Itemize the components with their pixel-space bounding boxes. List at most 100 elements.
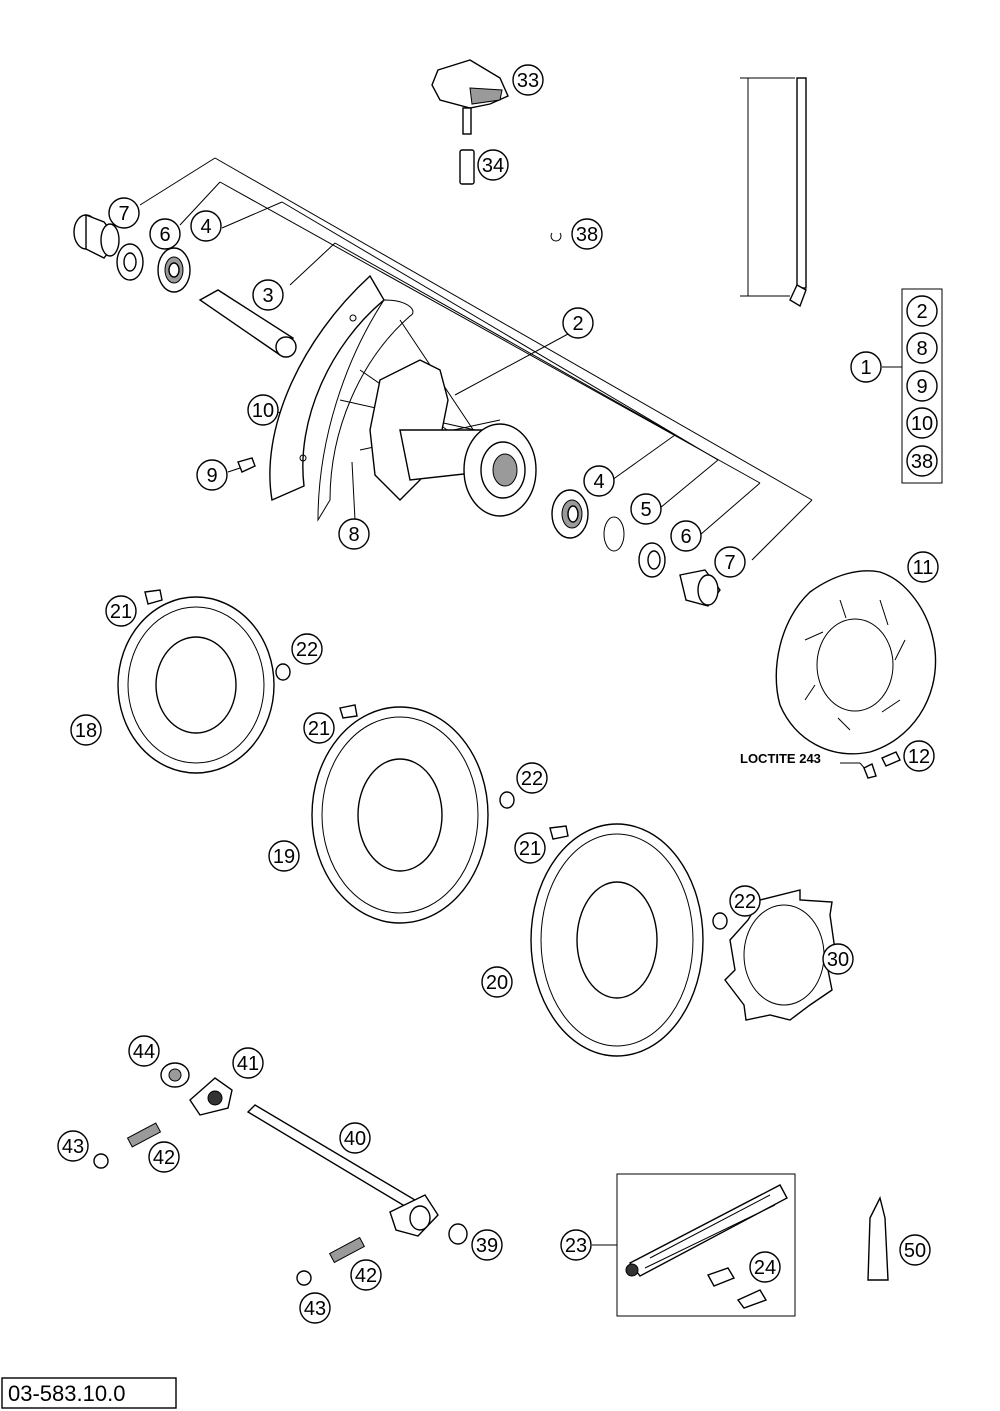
svg-text:2: 2 <box>916 301 927 323</box>
svg-text:50: 50 <box>904 1240 926 1262</box>
left-bearing <box>157 247 191 293</box>
distance-tube <box>198 289 297 358</box>
svg-text:21: 21 <box>519 838 541 860</box>
axle-nut-44 <box>160 1062 190 1088</box>
callout-23: 23 <box>560 1229 592 1261</box>
callout-1-kit: 1 <box>850 351 882 383</box>
wheel-axle <box>246 1104 439 1237</box>
svg-text:33: 33 <box>517 70 539 92</box>
callout-43-b: 43 <box>299 1292 331 1324</box>
svg-text:2: 2 <box>572 313 583 335</box>
rim-part <box>269 274 414 522</box>
callout-20: 20 <box>481 966 513 998</box>
right-shaft-seal <box>638 542 666 578</box>
svg-text:44: 44 <box>133 1041 155 1063</box>
callout-3: 3 <box>252 279 284 311</box>
callout-44: 44 <box>128 1035 160 1067</box>
callout-21-c: 21 <box>514 832 546 864</box>
callout-5: 5 <box>630 493 662 525</box>
callout-6-right: 6 <box>670 520 702 552</box>
svg-text:34: 34 <box>482 155 504 177</box>
callout-9: 9 <box>196 459 228 491</box>
adjuster-nuts <box>93 1153 312 1286</box>
chain-part <box>625 1184 788 1277</box>
svg-text:8: 8 <box>348 524 359 546</box>
callout-40: 40 <box>339 1122 371 1154</box>
svg-text:7: 7 <box>724 552 735 574</box>
callout-10: 10 <box>247 394 279 426</box>
kit-item-38: 38 <box>906 445 938 477</box>
valve-cap-part <box>431 59 509 135</box>
svg-text:19: 19 <box>273 846 295 868</box>
right-bearing <box>551 489 589 539</box>
callout-19: 19 <box>268 840 300 872</box>
chain-master-link <box>706 1267 768 1309</box>
svg-text:21: 21 <box>110 601 132 623</box>
callout-24: 24 <box>749 1251 781 1283</box>
svg-text:4: 4 <box>200 216 211 238</box>
drawing-number: 03-583.10.0 <box>8 1381 125 1406</box>
leader-lines <box>139 77 943 1317</box>
svg-text:7: 7 <box>118 203 129 225</box>
kit-item-9: 9 <box>906 370 938 402</box>
callout-22-a: 22 <box>291 633 323 665</box>
wheel-hub-part <box>339 319 537 517</box>
svg-text:43: 43 <box>304 1298 326 1320</box>
circlip <box>603 516 625 552</box>
svg-text:21: 21 <box>308 718 330 740</box>
svg-text:12: 12 <box>908 746 930 768</box>
sprocket-screws <box>144 589 569 840</box>
callout-22-c: 22 <box>729 885 761 917</box>
callout-11: 11 <box>907 551 939 583</box>
axle-cap-39 <box>448 1223 468 1245</box>
sprocket-nuts <box>275 663 728 930</box>
callout-18: 18 <box>70 714 102 746</box>
svg-text:3: 3 <box>262 285 273 307</box>
svg-text:10: 10 <box>911 413 933 435</box>
svg-text:9: 9 <box>916 376 927 398</box>
spoke-nipple <box>237 457 256 473</box>
drawing-number-box: 03-583.10.0 <box>1 1377 177 1409</box>
sprocket-18 <box>117 596 275 774</box>
kit-item-2: 2 <box>906 295 938 327</box>
right-distance-bushing <box>679 569 721 607</box>
svg-text:38: 38 <box>576 224 598 246</box>
svg-text:43: 43 <box>62 1136 84 1158</box>
callout-30: 30 <box>822 943 854 975</box>
callout-34: 34 <box>477 149 509 181</box>
sprocket-19 <box>311 706 489 924</box>
svg-text:22: 22 <box>521 768 543 790</box>
callout-42-a: 42 <box>148 1141 180 1173</box>
callout-39: 39 <box>471 1229 503 1261</box>
svg-text:40: 40 <box>344 1128 366 1150</box>
callout-6-left: 6 <box>149 218 181 250</box>
callout-41: 41 <box>232 1047 264 1079</box>
callout-21-b: 21 <box>303 712 335 744</box>
svg-text:41: 41 <box>237 1053 259 1075</box>
callout-7-right: 7 <box>714 546 746 578</box>
sprocket-20 <box>530 823 704 1057</box>
svg-text:23: 23 <box>565 1235 587 1257</box>
svg-text:42: 42 <box>153 1147 175 1169</box>
svg-text:39: 39 <box>476 1235 498 1257</box>
brake-disc-part <box>775 570 937 755</box>
callout-12: 12 <box>903 740 935 772</box>
svg-text:42: 42 <box>355 1265 377 1287</box>
svg-text:6: 6 <box>159 224 170 246</box>
loctite-label: LOCTITE 243 <box>740 751 821 766</box>
callout-4-right: 4 <box>583 465 615 497</box>
callout-38: 38 <box>571 218 603 250</box>
adjuster-screws <box>126 1122 366 1264</box>
svg-text:6: 6 <box>680 526 691 548</box>
callout-22-b: 22 <box>516 762 548 794</box>
callout-43-a: 43 <box>57 1130 89 1162</box>
svg-text:8: 8 <box>916 338 927 360</box>
left-distance-bushing <box>73 213 120 259</box>
svg-text:10: 10 <box>252 400 274 422</box>
svg-text:9: 9 <box>206 465 217 487</box>
svg-text:11: 11 <box>913 557 934 579</box>
disc-screw <box>863 751 901 779</box>
svg-text:18: 18 <box>75 720 97 742</box>
callout-7-left: 7 <box>108 197 140 229</box>
callout-2: 2 <box>562 307 594 339</box>
